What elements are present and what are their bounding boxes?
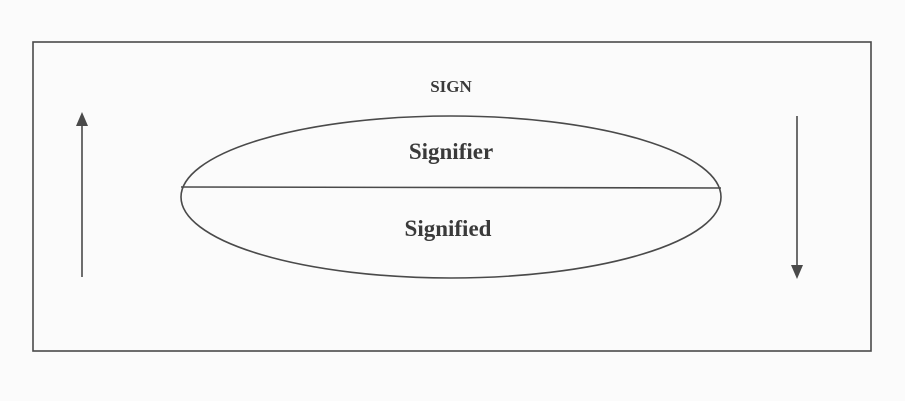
signifier-label: Signifier bbox=[409, 139, 493, 164]
signified-label: Signified bbox=[405, 216, 492, 241]
up-arrow-icon bbox=[76, 112, 88, 277]
sign-ellipse bbox=[180, 115, 722, 279]
bar-divider bbox=[180, 186, 722, 189]
diagram-frame bbox=[32, 41, 872, 352]
down-arrow-icon bbox=[791, 116, 803, 279]
sign-title: SIGN bbox=[430, 77, 472, 96]
